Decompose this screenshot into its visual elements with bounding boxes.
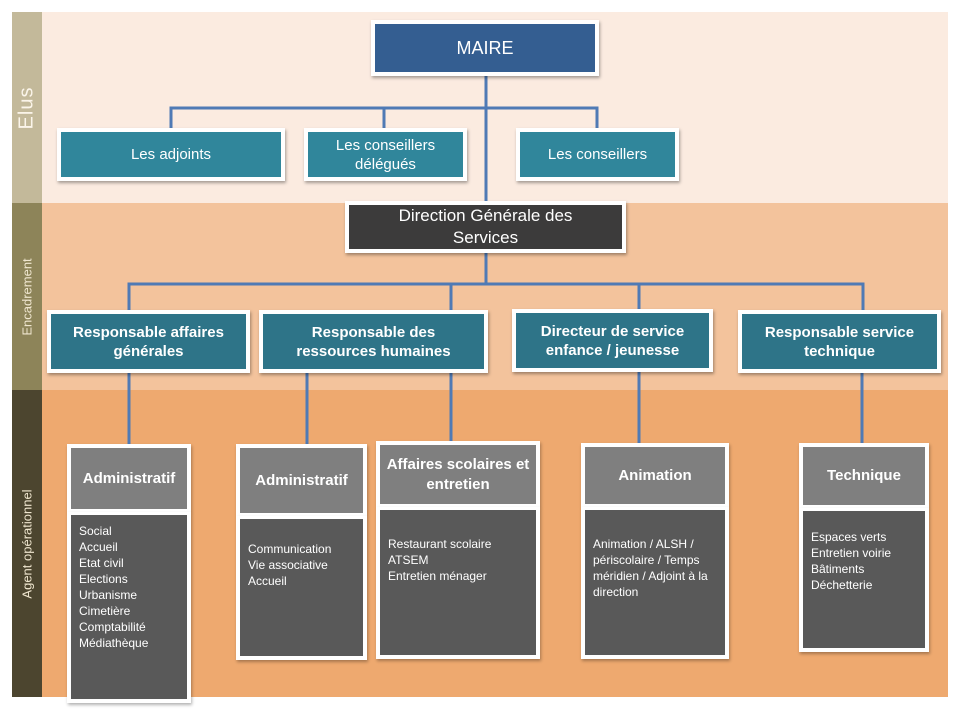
- responsable-label: Responsable affaires générales: [73, 323, 224, 360]
- elus-conseillers-delegues-label: Les conseillers délégués: [335, 136, 436, 173]
- unit-item: Social: [79, 524, 112, 538]
- unit-item: Accueil: [248, 574, 287, 588]
- responsable-service-technique-box: Responsable service technique: [738, 310, 941, 373]
- unit-item: Entretien ménager: [388, 569, 487, 583]
- side-label-agent-operationnel: Agent opérationnel: [12, 390, 42, 697]
- elus-conseillers-box: Les conseillers: [516, 128, 679, 181]
- unit-item: Etat civil: [79, 556, 124, 570]
- dgs-label: Direction Générale des Services: [398, 206, 573, 247]
- unit-item: Accueil: [79, 540, 118, 554]
- elus-adjoints-label: Les adjoints: [130, 146, 212, 163]
- elus-conseillers-delegues-box: Les conseillers délégués: [304, 128, 467, 181]
- unit-items: Communication Vie associative Accueil: [236, 516, 367, 660]
- unit-title: Animation: [581, 443, 729, 507]
- maire-box: MAIRE: [371, 20, 599, 76]
- unit-item: Bâtiments: [811, 562, 865, 576]
- unit-item: Vie associative: [248, 558, 328, 572]
- side-label-encadrement: Encadrement: [12, 203, 42, 390]
- unit-item: Espaces verts: [811, 530, 887, 544]
- responsable-rh-box: Responsable des ressources humaines: [259, 310, 488, 373]
- responsable-affaires-generales-box: Responsable affaires générales: [47, 310, 250, 373]
- maire-label: MAIRE: [456, 37, 514, 58]
- connector-responsables-bar: [127, 282, 865, 314]
- unit-item: Cimetière: [79, 604, 131, 618]
- unit-title: Administratif: [236, 444, 367, 516]
- unit-items: Espaces verts Entretien voirie Bâtiments…: [799, 508, 929, 652]
- unit-item: Déchetterie: [811, 578, 873, 592]
- unit-title: Administratif: [67, 444, 191, 512]
- responsable-label: Directeur de service enfance / jeunesse: [540, 322, 685, 359]
- unit-item: Elections: [79, 572, 128, 586]
- unit-item: Comptabilité: [79, 620, 146, 634]
- responsable-label: Responsable des ressources humaines: [296, 323, 451, 360]
- responsable-label: Responsable service technique: [764, 323, 915, 360]
- unit-item: Restaurant scolaire: [388, 537, 492, 551]
- unit-item: Animation / ALSH / périscolaire / Temps …: [593, 537, 708, 599]
- dgs-box: Direction Générale des Services: [345, 201, 626, 253]
- unit-title: Technique: [799, 443, 929, 508]
- unit-item: ATSEM: [388, 553, 429, 567]
- unit-item: Médiathèque: [79, 636, 149, 650]
- unit-item: Entretien voirie: [811, 546, 892, 560]
- side-label-elus: Elus: [12, 12, 42, 203]
- unit-items: Animation / ALSH / périscolaire / Temps …: [581, 507, 729, 659]
- directeur-enfance-jeunesse-box: Directeur de service enfance / jeunesse: [512, 309, 713, 372]
- unit-item: Urbanisme: [79, 588, 138, 602]
- unit-items: Social Accueil Etat civil Elections Urba…: [67, 512, 191, 703]
- elus-adjoints-box: Les adjoints: [57, 128, 285, 181]
- elus-conseillers-label: Les conseillers: [547, 146, 648, 163]
- unit-item: Communication: [248, 542, 332, 556]
- unit-title: Affaires scolaires et entretien: [376, 441, 540, 507]
- unit-items: Restaurant scolaire ATSEM Entretien ména…: [376, 507, 540, 659]
